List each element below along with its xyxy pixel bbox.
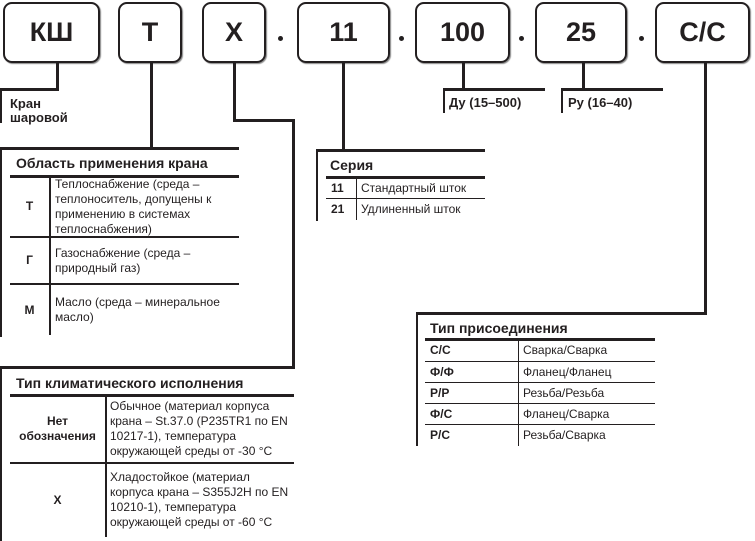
application-code: М: [24, 302, 35, 317]
table-border: [0, 147, 2, 337]
connector-line: [56, 63, 59, 90]
series-code: 21: [331, 202, 345, 216]
application-desc: Теплоснабжение (среда – теплоноситель, д…: [55, 176, 212, 236]
connector-line: [150, 63, 153, 149]
climate-code: Нет обозначения: [19, 414, 96, 443]
table-border: [0, 147, 239, 150]
separator-dot: [278, 36, 283, 41]
connection-desc: Сварка/Сварка: [523, 343, 608, 357]
separator-dot: [639, 36, 644, 41]
connector-line: [561, 88, 563, 113]
separator-dot: [519, 36, 524, 41]
kran-label-1: Кран: [10, 96, 41, 111]
column-divider: [356, 178, 357, 220]
code-box-climate: Х: [202, 2, 266, 63]
series-title: Серия: [330, 157, 374, 173]
climate-desc: Обычное (материал корпуса крана – St.37.…: [110, 399, 288, 458]
connector-line: [292, 119, 295, 369]
row-divider: [10, 236, 239, 238]
du-label: Ду (15–500): [449, 95, 522, 110]
climate-desc: Хладостойкое (материал корпуса крана – S…: [110, 470, 289, 529]
code-box-series: 11: [297, 2, 390, 63]
connector-line: [0, 88, 59, 91]
application-code: Т: [25, 199, 34, 213]
connector-line: [233, 119, 295, 122]
connector-line: [0, 88, 2, 123]
table-border: [416, 312, 707, 315]
application-desc: Масло (среда – минеральное масло): [55, 295, 220, 324]
row-divider: [425, 424, 655, 425]
header-rule: [10, 175, 239, 178]
table-border: [316, 149, 485, 152]
application-desc: Газоснабжение (среда – природный газ): [55, 245, 191, 275]
connection-code: Р/Р: [430, 385, 450, 400]
code-box-du: 100: [415, 2, 510, 63]
code-box-connection: С/С: [655, 2, 750, 63]
row-divider: [425, 403, 655, 404]
connector-line: [443, 88, 545, 91]
connector-line: [462, 63, 465, 90]
column-divider: [518, 340, 519, 446]
connection-code: Ф/С: [430, 406, 453, 421]
header-rule: [326, 176, 485, 179]
code-box-application: Т: [118, 2, 182, 63]
table-border: [0, 366, 2, 541]
application-code: Г: [26, 253, 33, 267]
connector-line: [233, 63, 236, 122]
row-divider: [425, 382, 655, 383]
series-desc: Стандартный шток: [361, 180, 467, 195]
code-box-ru: 25: [535, 2, 627, 63]
code-box-type: КШ: [3, 2, 100, 63]
column-divider: [49, 177, 51, 335]
connection-desc: Фланец/Сварка: [523, 406, 610, 421]
separator-dot: [399, 36, 404, 41]
connection-title: Тип присоединения: [430, 320, 568, 336]
column-divider: [105, 396, 107, 537]
row-divider: [10, 462, 294, 464]
connection-code: Р/С: [430, 428, 451, 442]
connector-line: [582, 63, 585, 90]
climate-code: Х: [53, 492, 62, 507]
ru-label: Ру (16–40): [568, 95, 633, 110]
connector-line: [342, 63, 345, 151]
row-divider: [10, 283, 239, 285]
connector-line: [443, 88, 445, 113]
application-title: Область применения крана: [16, 155, 208, 171]
connection-desc: Резьба/Резьба: [523, 385, 605, 400]
row-divider: [425, 361, 655, 362]
climate-title: Тип климатического исполнения: [16, 375, 244, 391]
connection-desc: Резьба/Сварка: [523, 428, 606, 442]
table-border: [316, 149, 318, 221]
connection-code: Ф/Ф: [430, 364, 454, 379]
connector-line: [704, 63, 707, 315]
series-code: 11: [331, 180, 344, 195]
table-border: [0, 366, 295, 369]
connection-desc: Фланец/Фланец: [523, 364, 612, 379]
row-divider: [326, 198, 485, 199]
header-rule: [10, 394, 294, 397]
header-rule: [425, 338, 655, 341]
kran-label-2: шаровой: [10, 110, 68, 125]
series-desc: Удлиненный шток: [361, 202, 461, 216]
connector-line: [561, 88, 663, 91]
table-border: [416, 312, 418, 446]
connection-code: С/С: [430, 343, 451, 357]
